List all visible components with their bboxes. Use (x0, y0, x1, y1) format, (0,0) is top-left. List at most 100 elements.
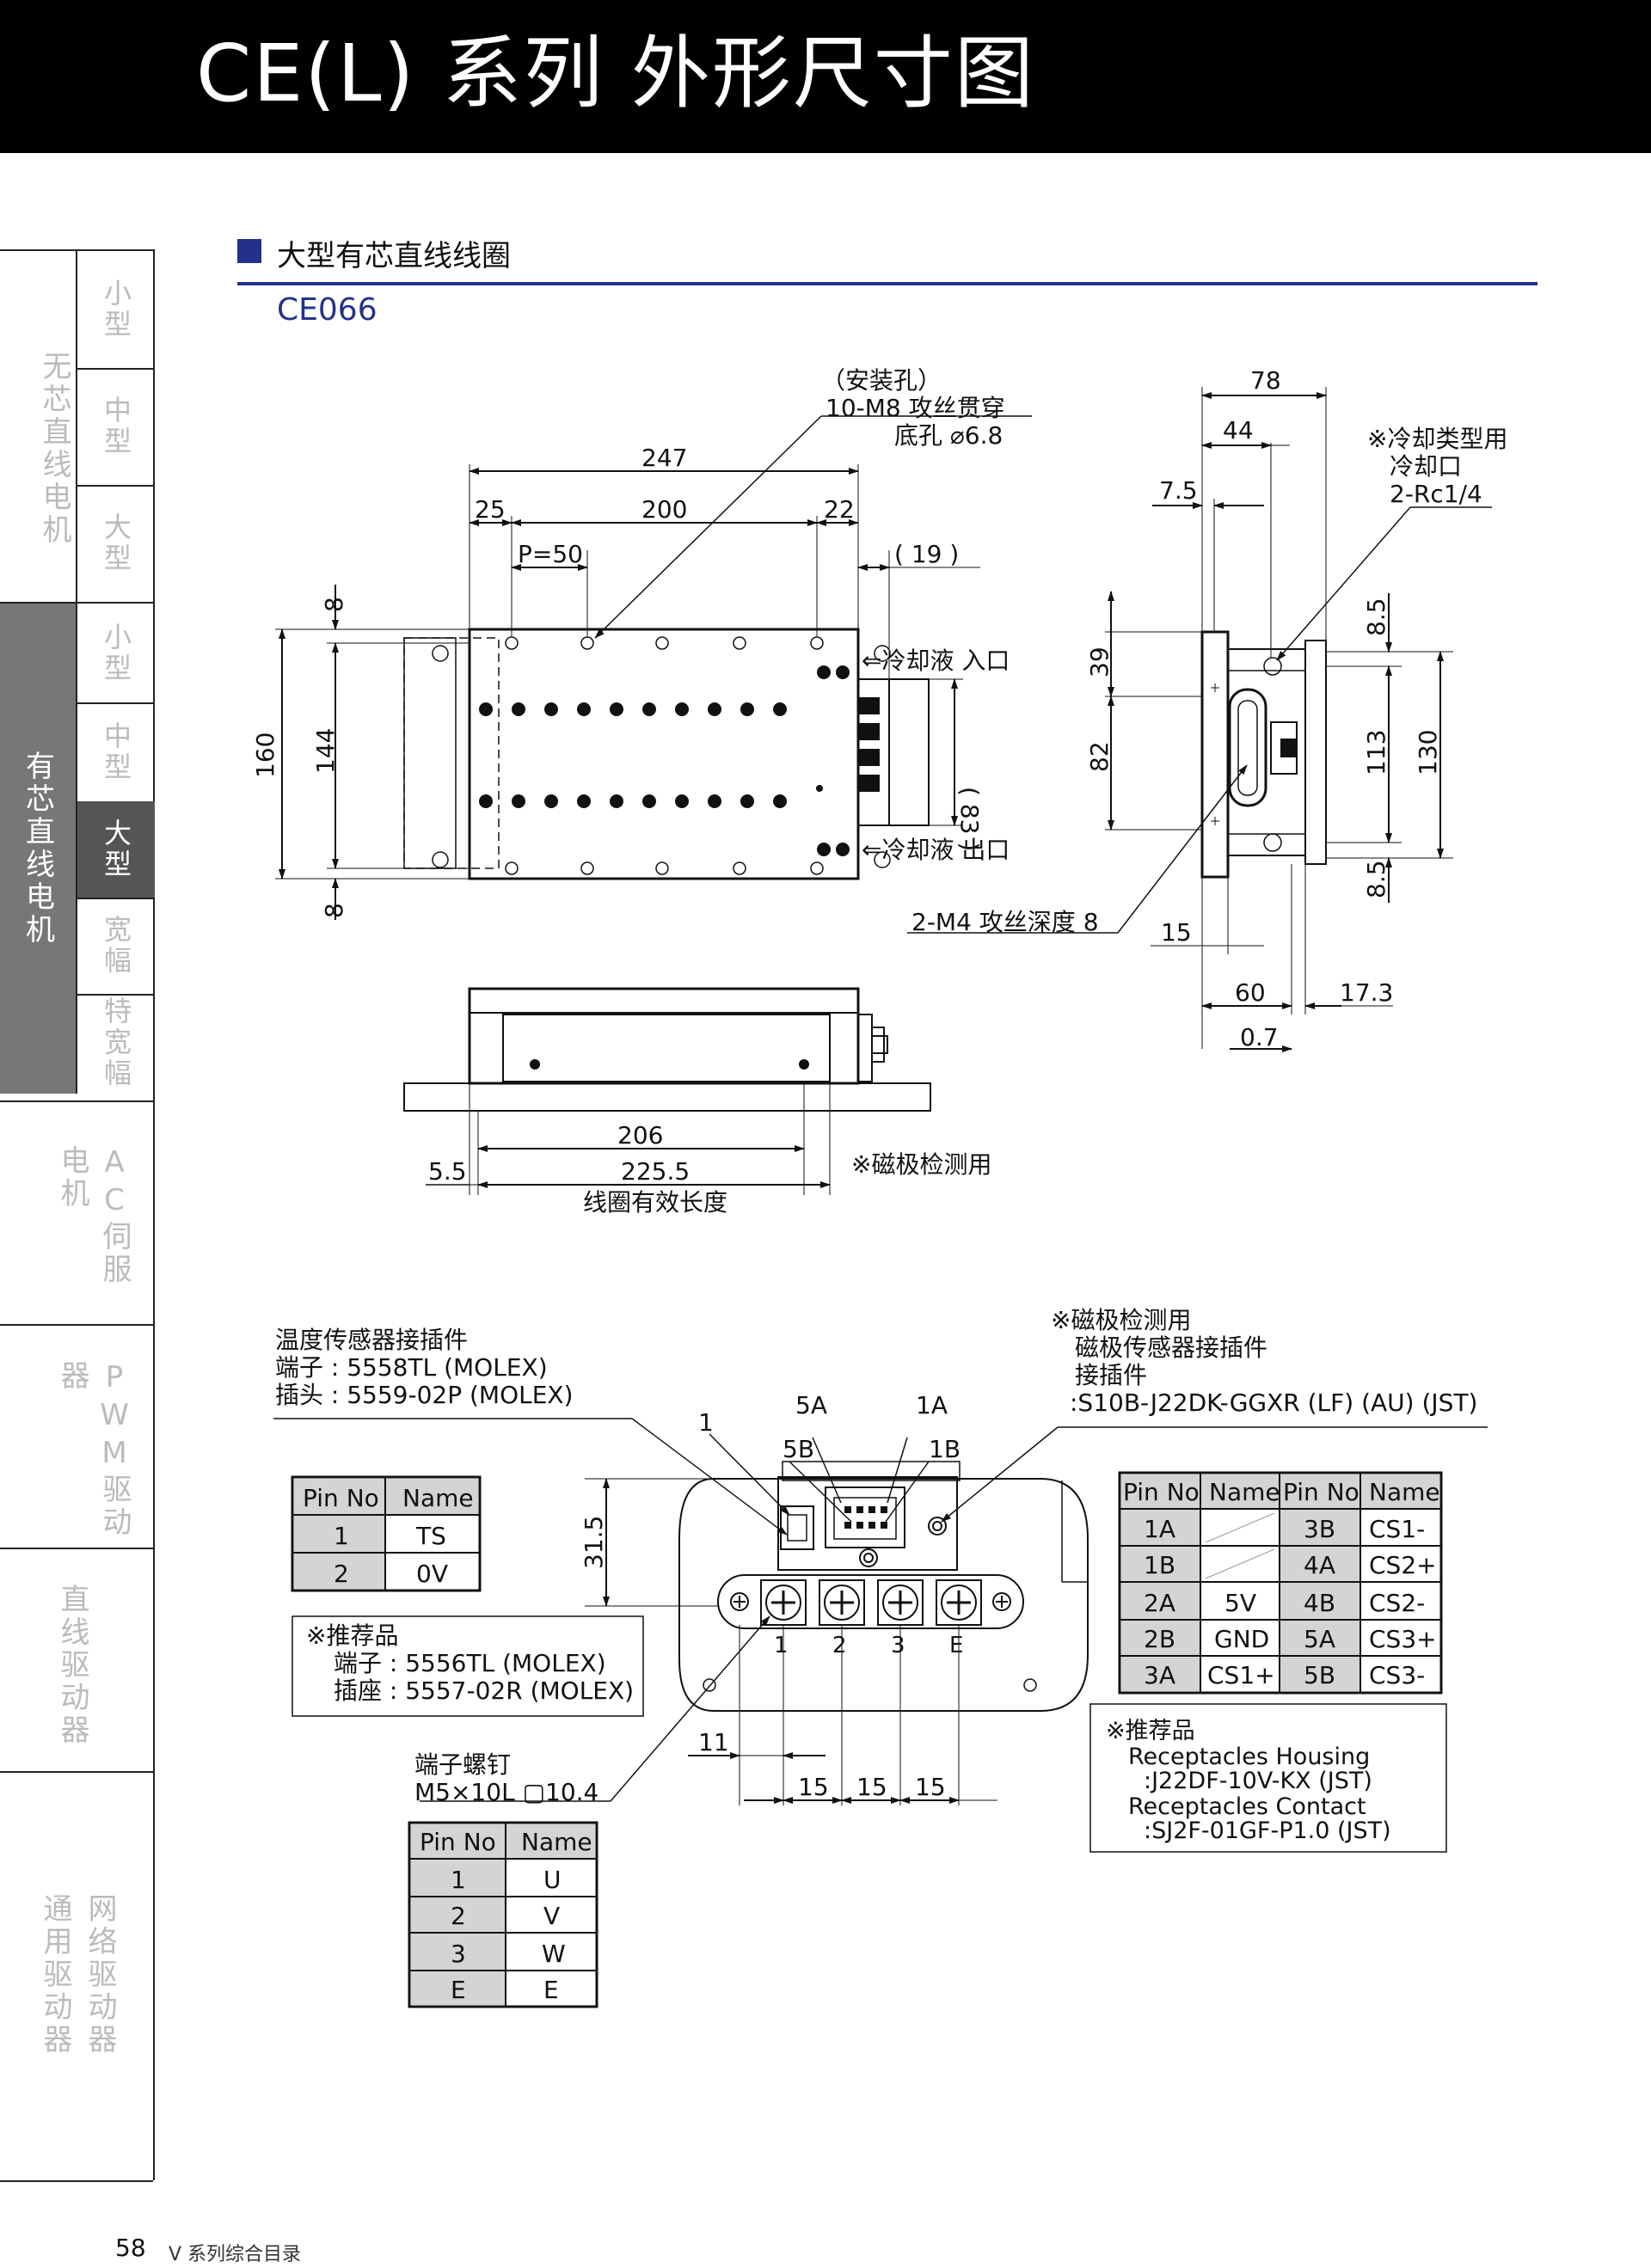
svg-text:GND: GND (1214, 1625, 1269, 1653)
nav-linear-driver[interactable]: 直线驱动器 (0, 1548, 153, 1773)
svg-text:2A: 2A (1144, 1589, 1175, 1617)
svg-text:Pin No: Pin No (1123, 1478, 1200, 1506)
page-title: CE(L) 系列 外形尺寸图 (196, 28, 1035, 120)
nav-iron-small[interactable]: 小型 (77, 604, 155, 704)
svg-text:CS2+: CS2+ (1369, 1551, 1437, 1579)
dim-130: 130 (1414, 730, 1442, 775)
dim-0-7: 0.7 (1240, 1023, 1279, 1051)
temp-pin-table-text: Pin No Name 1 TS 2 0V (303, 1484, 474, 1588)
svg-text:CS3+: CS3+ (1369, 1625, 1437, 1653)
nav-drivers[interactable]: 通用驱动器 网络驱动器 (0, 1771, 153, 2182)
cooling-note-2: 冷却口 (1390, 452, 1462, 481)
coolant-outlet: ⇐冷却液 出口 (862, 836, 1010, 864)
svg-text:Name: Name (1209, 1478, 1280, 1506)
svg-text:Pin No: Pin No (303, 1484, 379, 1512)
catalog-name: V 系列综合目录 (169, 2244, 302, 2265)
power-pin-table-text: Pin No Name 1 U 2 V 3 W E E (420, 1828, 592, 2004)
section-divider (237, 282, 1537, 285)
label-1a: 1A (916, 1391, 948, 1419)
svg-text:CS1-: CS1- (1369, 1515, 1425, 1543)
svg-text:Name: Name (521, 1828, 592, 1856)
dim-8-5-top: 8.5 (1362, 598, 1390, 636)
dim-247: 247 (641, 444, 687, 472)
temp-sensor-terminal: 端子 : 5558TL (MOLEX) (275, 1353, 548, 1382)
nav-iron-core[interactable]: 有芯直线电机 小型 中型 大型 宽幅 特宽幅 (0, 602, 155, 1094)
top-view (275, 415, 1248, 934)
dim-31-5: 31.5 (580, 1516, 608, 1569)
label-pin-1: 1 (698, 1408, 714, 1437)
dim-11: 11 (698, 1728, 729, 1756)
nav-general[interactable]: 通用驱动器 (38, 1893, 72, 2057)
coolant-inlet: ⇐冷却液 入口 (862, 647, 1010, 675)
svg-text:Name: Name (1369, 1478, 1440, 1506)
svg-text:U: U (543, 1866, 562, 1894)
dim-15-b: 15 (856, 1773, 887, 1801)
svg-text:CS3-: CS3- (1369, 1661, 1425, 1689)
svg-text:Receptacles Housing: Receptacles Housing (1128, 1744, 1370, 1770)
svg-text:0V: 0V (416, 1560, 448, 1588)
terminal-label-e: E (949, 1633, 963, 1658)
mount-note-3: 底孔 ⌀6.8 (894, 421, 1003, 450)
dim-82: 82 (1085, 741, 1114, 772)
svg-text:V: V (543, 1902, 560, 1930)
magnet-outline-left (403, 637, 500, 869)
svg-text:1: 1 (451, 1866, 466, 1894)
svg-text:E: E (543, 1976, 559, 2004)
dim-8-top: 8 (320, 597, 348, 612)
mag-recommended-text: ※推荐品 Receptacles Housing :J22DF-10V-KX (… (1106, 1718, 1391, 1844)
dim-113: 113 (1362, 730, 1390, 775)
side-view (1105, 387, 1492, 1052)
mag-sensor-part: :S10B-J22DK-GGXR (LF) (AU) (JST) (1070, 1388, 1477, 1417)
label-5a: 5A (795, 1391, 827, 1419)
nav-iron-extra-wide[interactable]: 特宽幅 (100, 996, 132, 1089)
svg-text:Name: Name (402, 1484, 474, 1512)
svg-text:5V: 5V (1224, 1589, 1256, 1617)
dim-22: 22 (824, 495, 855, 524)
temp-recommended-box (292, 1615, 644, 1717)
coil-body (468, 628, 860, 880)
nav-pwm[interactable]: PWM驱动器 (0, 1324, 153, 1549)
nav-coreless-medium[interactable]: 中型 (77, 368, 155, 487)
svg-text:5B: 5B (1304, 1661, 1335, 1689)
nav-iron-wide[interactable]: 宽幅 (77, 898, 155, 996)
svg-text:TS: TS (415, 1522, 446, 1550)
cooling-note-1: ※冷却类型用 (1367, 425, 1507, 453)
svg-text:3A: 3A (1144, 1661, 1175, 1689)
side-navigation: 无芯直线电机 小型 中型 大型 有芯直线电机 小型 中型 大型 宽幅 特宽幅 A… (0, 249, 155, 2182)
mag-pin-table (1118, 1471, 1443, 1695)
nav-ac-servo[interactable]: AC伺服电机 (0, 1100, 153, 1326)
dim-44: 44 (1223, 416, 1254, 444)
section-marker (237, 239, 261, 263)
connector-labels: 温度传感器接插件 端子 : 5558TL (MOLEX) 插头 : 5559-0… (275, 1306, 1477, 1806)
terminal-label-1: 1 (774, 1633, 789, 1658)
dim-7-5: 7.5 (1159, 476, 1198, 505)
dim-8-bottom: 8 (320, 903, 348, 918)
svg-text:CS1+: CS1+ (1207, 1661, 1275, 1689)
temp-recommended-text: ※推荐品 端子 : 5556TL (MOLEX) 插座 : 5557-02R (… (306, 1621, 634, 1705)
svg-text:插座 : 5557-02R (MOLEX): 插座 : 5557-02R (MOLEX) (334, 1676, 634, 1705)
nav-iron-large[interactable]: 大型 (77, 801, 155, 899)
dim-78: 78 (1250, 366, 1281, 395)
dim-39: 39 (1085, 647, 1114, 677)
dim-pitch: P=50 (518, 540, 583, 568)
svg-text:2B: 2B (1144, 1625, 1175, 1653)
mag-recommended-box (1089, 1703, 1447, 1853)
nav-coreless-small[interactable]: 小型 (77, 251, 155, 370)
dim-19: ( 19 ) (894, 540, 959, 568)
mag-sensor-title-3: 接插件 (1075, 1361, 1147, 1389)
nav-coreless[interactable]: 无芯直线电机 小型 中型 大型 (0, 249, 155, 604)
svg-text:5A: 5A (1304, 1625, 1335, 1653)
nav-iron-core-label: 有芯直线电机 (20, 751, 55, 947)
svg-text:2: 2 (451, 1902, 466, 1930)
side-view-labels: 78 44 7.5 ※冷却类型用 冷却口 2-Rc1/4 39 82 8.5 1… (1085, 366, 1507, 1051)
front-view (403, 987, 931, 1195)
front-view-labels: 206 5.5 225.5 线圈有效长度 ※磁极检测用 (428, 1121, 991, 1217)
nav-network[interactable]: 网络驱动器 (83, 1893, 117, 2057)
dim-17-3: 17.3 (1340, 978, 1393, 1007)
svg-text:W: W (542, 1940, 566, 1968)
terminal-label-2: 2 (832, 1633, 847, 1658)
power-pin-table (408, 1821, 598, 2008)
page-number: 58 (115, 2234, 146, 2262)
svg-text:3B: 3B (1304, 1515, 1335, 1543)
mag-sensor-title-2: 磁极传感器接插件 (1075, 1333, 1267, 1362)
